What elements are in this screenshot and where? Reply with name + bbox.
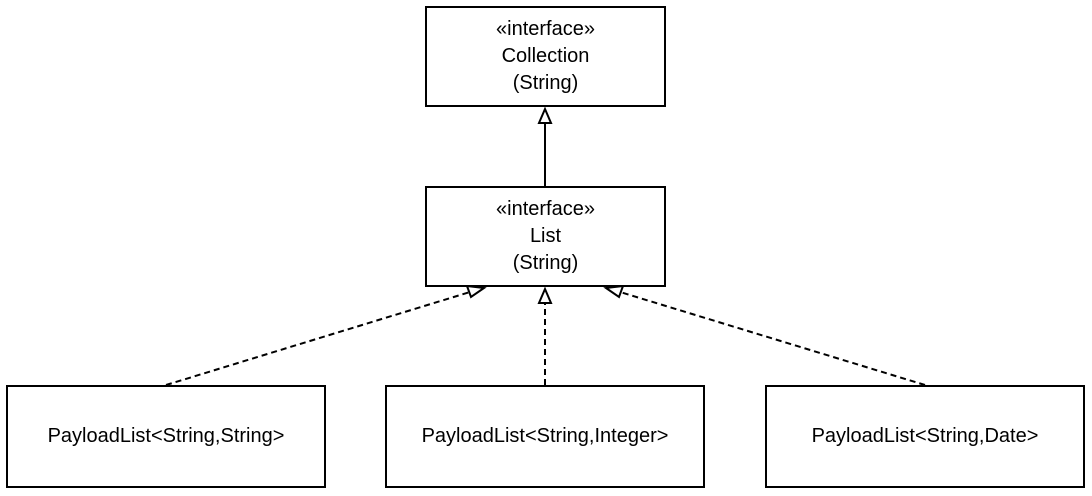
hollow-triangle-arrowhead-icon [537, 106, 553, 124]
collection-interface-box: «interface» Collection (String) [425, 6, 666, 107]
stereotype-label: «interface» [496, 18, 595, 40]
payloadlist-string-integer-class-box: PayloadList<String,Integer> [385, 385, 705, 488]
payloadlist-string-string-class-box: PayloadList<String,String> [6, 385, 326, 488]
list-interface-box: «interface» List (String) [425, 186, 666, 287]
realization-line-impl-1-to-list [165, 291, 471, 386]
hollow-triangle-arrowhead-icon [465, 284, 487, 299]
interface-name: Collection [501, 45, 590, 67]
payloadlist-string-date-class-box: PayloadList<String,Date> [765, 385, 1085, 488]
type-parameter: (String) [512, 72, 579, 94]
type-parameter: (String) [512, 252, 579, 274]
realization-line-impl-3-to-list [619, 291, 926, 386]
interface-name: List [529, 225, 562, 247]
class-name: PayloadList<String,String> [47, 425, 285, 447]
class-name: PayloadList<String,Integer> [421, 425, 669, 447]
stereotype-label: «interface» [496, 198, 595, 220]
hollow-triangle-arrowhead-icon [537, 286, 553, 304]
class-name: PayloadList<String,Date> [811, 425, 1039, 447]
hollow-triangle-arrowhead-icon [603, 284, 625, 299]
